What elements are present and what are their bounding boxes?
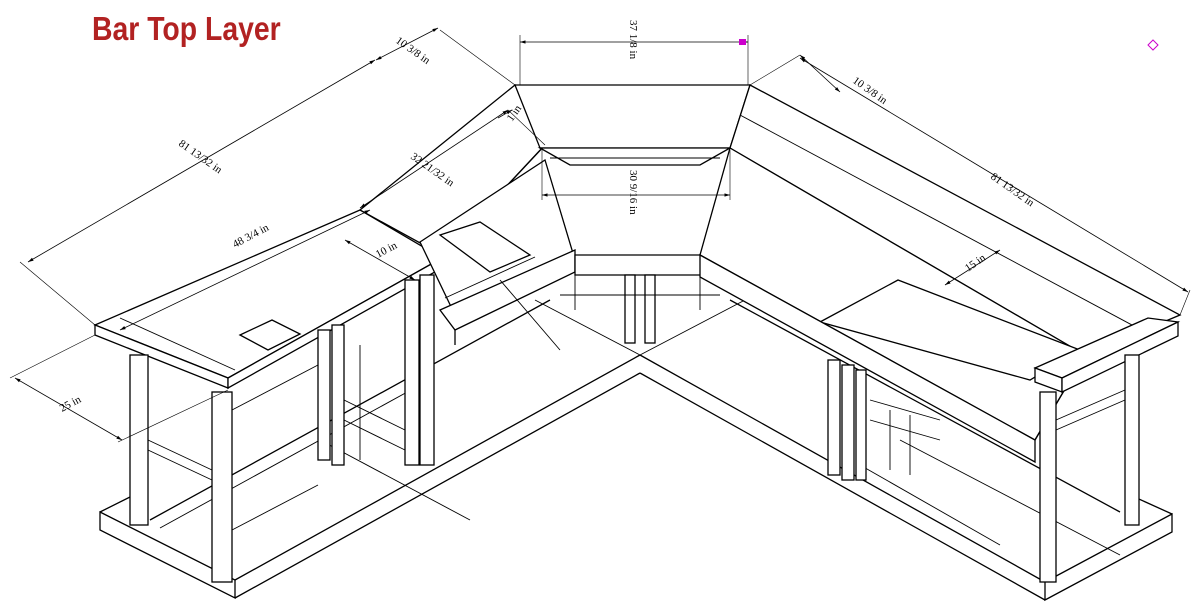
base-frame <box>99 299 1173 602</box>
dim-left-height: 25 in <box>58 393 84 414</box>
dim-left-total: 81 13/32 in <box>176 138 224 177</box>
diagram-title: Bar Top Layer <box>92 10 281 47</box>
dim-back-top-width: 37 1/8 in <box>627 20 639 60</box>
dim-right-depth: 10 3/8 in <box>850 75 889 108</box>
right-end-cabinet <box>827 317 1181 583</box>
magenta-diamond-marker <box>1147 39 1159 51</box>
dim-left-depth: 10 3/8 in <box>393 35 432 68</box>
dim-left-section: 48 3/4 in <box>231 221 272 250</box>
back-corner-section <box>514 84 751 344</box>
dimension-lines <box>9 27 1191 443</box>
dim-inner-back: 30 9/16 in <box>627 170 639 215</box>
dim-right-total: 81 13/32 in <box>988 171 1036 210</box>
right-wing-top <box>699 84 1182 464</box>
